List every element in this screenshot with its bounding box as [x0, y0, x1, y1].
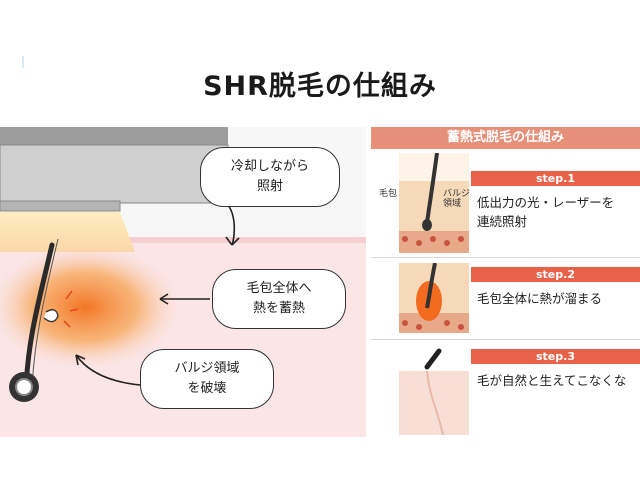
divider	[371, 339, 640, 340]
step1-text: 低出力の光・レーザーを連続照射	[477, 195, 615, 229]
arrow-bulge	[75, 354, 141, 386]
label-follicle: 毛包	[379, 189, 398, 199]
step3-bar: step.3	[471, 349, 640, 364]
hair-papilla	[15, 378, 33, 396]
step3-text: 毛が自然と生えてこなくな	[477, 373, 627, 388]
bubble-bulge: バルジ領域を破壊	[140, 349, 274, 409]
hair-shaft	[23, 242, 55, 392]
step2-text: 毛包全体に熱が溜まる	[477, 291, 603, 306]
step2-skin-icon	[399, 263, 469, 333]
bubble-heat: 毛包全体へ熱を蓄熱	[212, 269, 346, 329]
step1-bar: step.1	[471, 171, 640, 186]
hair-follicle-wall	[31, 238, 59, 390]
handpiece-top	[0, 127, 228, 147]
heat-marks	[63, 290, 79, 328]
label-bulge: バルジ領域	[443, 189, 471, 209]
skin-surface	[0, 237, 366, 243]
divider	[371, 257, 640, 258]
handpiece-tip	[0, 200, 121, 212]
shr-illustration: 冷却しながら照射 毛包全体へ熱を蓄熱 バルジ領域を破壊	[0, 127, 366, 437]
decorative-mark	[22, 56, 24, 68]
bubble-cooling: 冷却しながら照射	[200, 147, 340, 207]
step2-bar: step.2	[471, 267, 640, 282]
light-beam	[0, 212, 135, 252]
page-title: SHR脱毛の仕組み	[203, 71, 437, 102]
step1-skin-icon	[399, 153, 469, 253]
bulge-region	[43, 309, 59, 323]
handpiece-body	[0, 144, 229, 204]
panel-header: 蓄熱式脱毛の仕組み	[371, 127, 640, 149]
step3-skin-icon	[399, 345, 469, 435]
mechanism-panel: 蓄熱式脱毛の仕組み 毛包 バルジ領域 step.1 低出力の光・レーザーを連続照…	[371, 127, 640, 437]
